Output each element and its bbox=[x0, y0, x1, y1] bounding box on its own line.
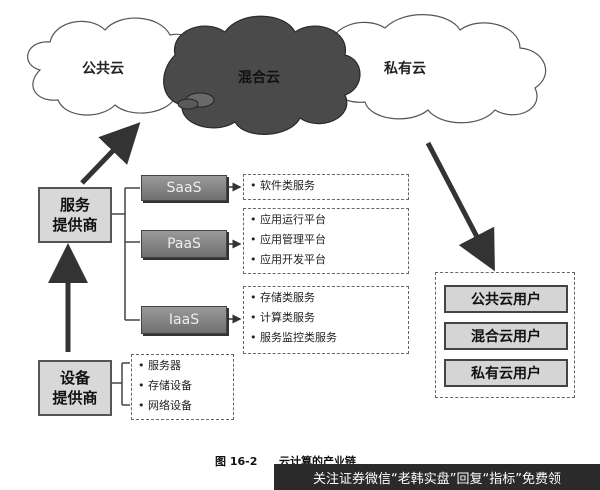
list-item: • 服务器 bbox=[138, 359, 181, 372]
figure-number: 图 16-2 bbox=[215, 455, 258, 468]
paas-button: PaaS bbox=[141, 230, 227, 258]
saas-items-box: • 软件类服务 bbox=[243, 174, 409, 200]
list-item: • 服务监控类服务 bbox=[250, 331, 337, 344]
hybrid-cloud-shape bbox=[163, 15, 361, 135]
service-bracket bbox=[110, 187, 140, 321]
saas-button: SaaS bbox=[141, 175, 227, 201]
list-item: • 计算类服务 bbox=[250, 311, 315, 324]
users-container bbox=[435, 272, 575, 398]
arrow-service-to-cloud bbox=[80, 122, 141, 185]
arrow-cloud-to-users bbox=[425, 141, 495, 272]
service-provider-box: 服务 提供商 bbox=[38, 187, 112, 243]
device-provider-box: 设备 提供商 bbox=[38, 360, 112, 416]
private-cloud-label: 私有云 bbox=[384, 61, 426, 77]
list-item: • 应用管理平台 bbox=[250, 233, 326, 246]
public-cloud-label: 公共云 bbox=[82, 61, 124, 77]
list-item: • 存储类服务 bbox=[250, 291, 315, 304]
service-provider-line2: 提供商 bbox=[52, 216, 98, 234]
device-provider-line1: 设备 bbox=[59, 369, 90, 387]
device-items-box: • 服务器 • 存储设备 • 网络设备 bbox=[131, 354, 234, 420]
device-bracket bbox=[110, 362, 130, 406]
service-provider-line1: 服务 bbox=[59, 196, 90, 214]
private-cloud-user-box: 私有云用户 bbox=[444, 359, 568, 387]
list-item: • 应用运行平台 bbox=[250, 213, 326, 226]
list-item: • 存储设备 bbox=[138, 379, 192, 392]
public-cloud-user-box: 公共云用户 bbox=[444, 285, 568, 313]
paas-items-box: • 应用运行平台 • 应用管理平台 • 应用开发平台 bbox=[243, 208, 409, 274]
device-provider-line2: 提供商 bbox=[52, 389, 98, 407]
list-item: • 应用开发平台 bbox=[250, 253, 326, 266]
list-item: • 网络设备 bbox=[138, 399, 192, 412]
hybrid-cloud-user-box: 混合云用户 bbox=[444, 322, 568, 350]
hybrid-cloud-label: 混合云 bbox=[238, 70, 280, 86]
watermark-banner: 关注证券微信“老韩实盘”回复“指标”免费领 bbox=[274, 464, 600, 490]
iaas-button: IaaS bbox=[141, 306, 227, 334]
iaas-items-box: • 存储类服务 • 计算类服务 • 服务监控类服务 bbox=[243, 286, 409, 354]
list-item: • 软件类服务 bbox=[250, 179, 315, 192]
